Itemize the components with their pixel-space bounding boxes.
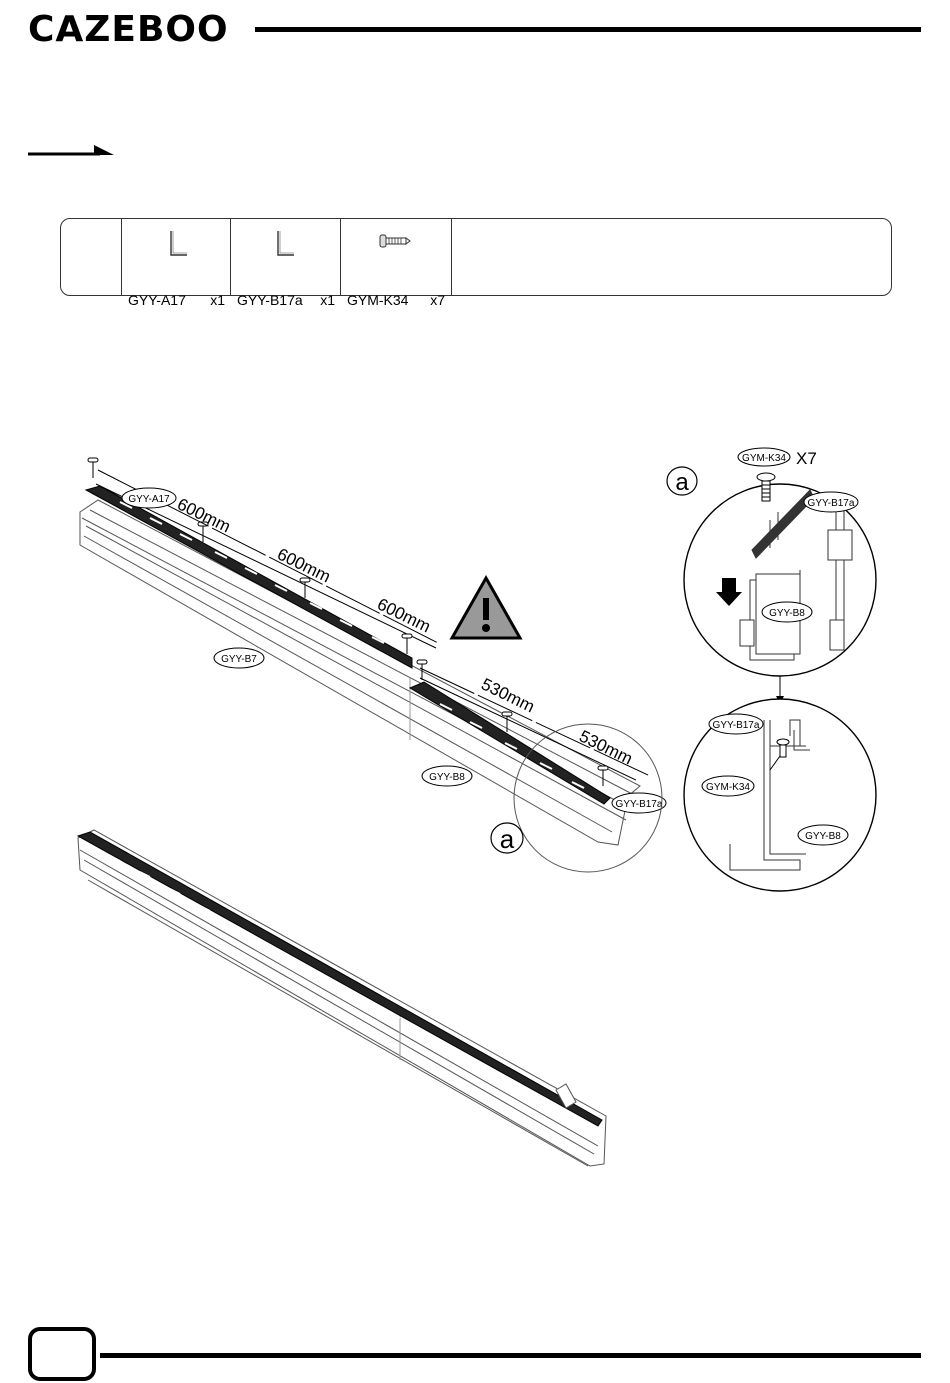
warning-triangle-icon	[452, 578, 520, 638]
parts-table: GYY-A17 x1 GYY-B17a x1 GYM-K34 x7	[60, 218, 892, 296]
label-gyy-b8-detail: GYY-B8	[769, 608, 805, 619]
part-code: GYY-B17a	[237, 292, 303, 308]
detail-view-marker: a	[675, 469, 689, 496]
parts-cell-b17a: GYY-B17a x1	[230, 219, 341, 295]
header-rule	[255, 27, 921, 32]
footer-rule	[100, 1353, 921, 1358]
label-gyy-b17a: GYY-B17a	[616, 799, 663, 810]
label-gyy-b17a-detail: GYY-B17a	[808, 498, 855, 509]
detail-marker-label: a	[500, 824, 515, 854]
label-gyy-b8-section: GYY-B8	[805, 831, 841, 842]
parts-cell-k34: GYM-K34 x7	[340, 219, 452, 295]
angle-bracket-icon	[276, 229, 296, 259]
step-arrow-icon	[28, 143, 118, 159]
parts-cell-a17: GYY-A17 x1	[121, 219, 231, 295]
screw-icon	[378, 233, 412, 249]
dimension-label: 600mm	[374, 595, 433, 637]
label-gyy-a17: GYY-A17	[128, 494, 170, 505]
part-code: GYY-A17	[128, 292, 186, 308]
part-code: GYM-K34	[347, 292, 408, 308]
label-gym-k34: GYM-K34	[742, 453, 786, 464]
label-gyy-b8: GYY-B8	[429, 772, 465, 783]
angle-bracket-icon	[169, 229, 189, 259]
part-qty: x1	[320, 292, 335, 308]
assembly-diagram: 600mm 600mm 600mm 530mm 530mm GYY-A17 GY…	[0, 440, 950, 1180]
label-gyy-b7: GYY-B7	[221, 654, 257, 665]
part-qty: x7	[430, 292, 445, 308]
label-gym-k34-section: GYM-K34	[706, 782, 750, 793]
screw-count-label: X7	[796, 449, 817, 468]
dimension-label: 600mm	[174, 495, 233, 537]
part-qty: x1	[210, 292, 225, 308]
page-number-box	[28, 1327, 96, 1381]
brand-logo: CAZEBOO	[28, 10, 229, 50]
label-gyy-b17a-section: GYY-B17a	[713, 720, 760, 731]
